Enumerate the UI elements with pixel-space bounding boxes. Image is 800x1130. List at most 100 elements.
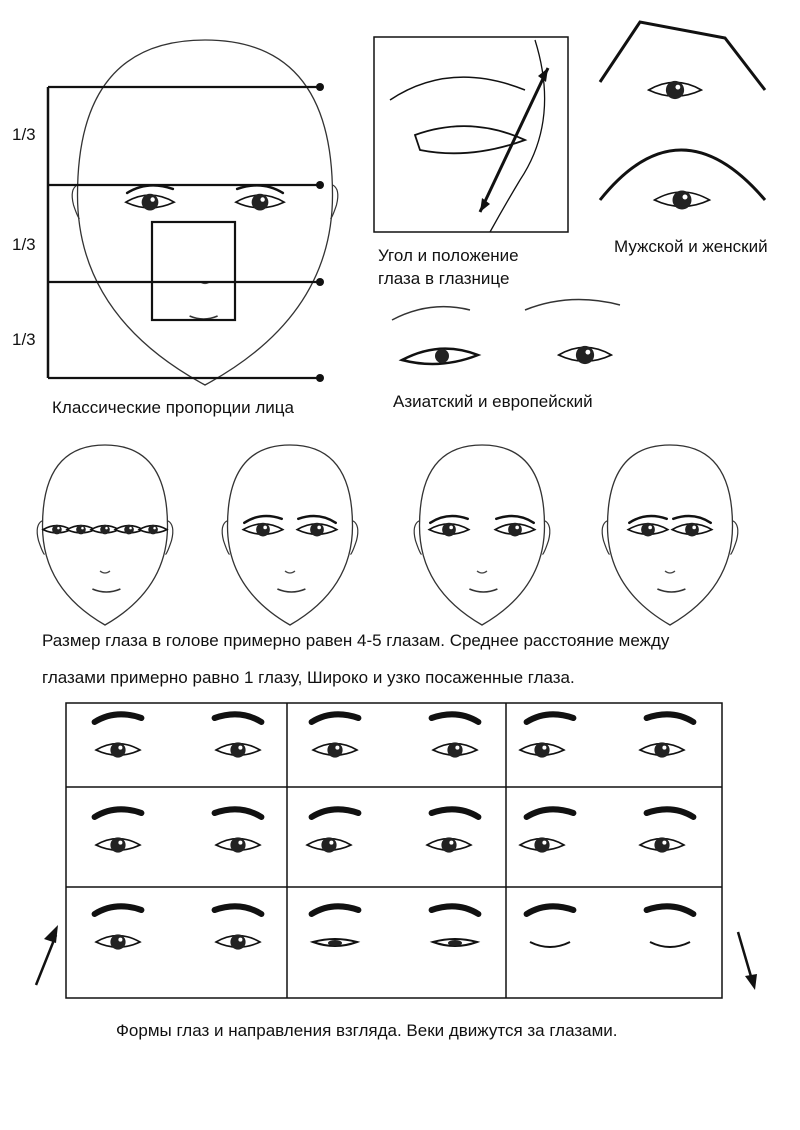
eyebrow — [297, 514, 337, 525]
mouth — [469, 588, 498, 593]
iris — [665, 80, 685, 100]
eyebrow — [523, 806, 577, 820]
iris — [534, 837, 550, 853]
eyebrow — [243, 514, 283, 525]
iris — [441, 837, 457, 853]
eye-highlight — [585, 349, 591, 355]
iris — [230, 837, 246, 853]
gaze-down-arrow — [736, 931, 754, 981]
side-eye — [413, 125, 528, 155]
iris — [641, 522, 655, 537]
iris — [654, 742, 670, 758]
spacing-caption-line1: Размер глаза в голове примерно равен 4-5… — [42, 631, 670, 650]
third-label-middle: 1/3 — [12, 235, 36, 254]
iris — [442, 522, 456, 537]
eye-highlight — [263, 525, 267, 530]
eyebrow — [523, 711, 577, 725]
eye-highlight — [238, 937, 243, 942]
ear-right — [330, 184, 339, 220]
eye-highlight — [455, 745, 460, 750]
arrow-up-icon — [44, 925, 58, 943]
eye-highlight — [449, 840, 454, 845]
ear-left — [221, 520, 230, 556]
eye-highlight — [542, 840, 547, 845]
head-outline — [41, 444, 169, 626]
head-outline — [76, 39, 334, 386]
brow-ridge — [389, 76, 526, 101]
eyebrow — [428, 806, 482, 820]
eye-highlight — [105, 526, 108, 530]
iris — [100, 524, 110, 535]
mouth — [657, 588, 686, 593]
eyebrow — [308, 806, 362, 820]
iris — [685, 522, 699, 537]
iris — [327, 742, 343, 758]
iris — [654, 837, 670, 853]
ear-left — [413, 520, 422, 556]
eye-shapes-grid — [65, 702, 723, 999]
eye-highlight — [329, 840, 334, 845]
nose — [99, 570, 111, 574]
head-outline — [606, 444, 734, 626]
iris — [672, 190, 692, 210]
iris — [448, 940, 462, 946]
iris — [110, 934, 126, 950]
ear-left — [601, 520, 610, 556]
ear-right — [730, 520, 739, 556]
iris — [435, 349, 449, 363]
iris — [230, 742, 246, 758]
eyebrow — [672, 514, 712, 525]
iris — [321, 837, 337, 853]
eyebrow — [523, 903, 577, 917]
eye-highlight — [335, 745, 340, 750]
eyebrow — [91, 806, 145, 820]
eyebrow — [428, 711, 482, 725]
ethnic-caption: Азиатский и европейский — [393, 392, 593, 411]
iris — [447, 742, 463, 758]
ear-right — [542, 520, 551, 556]
iris — [124, 524, 134, 535]
eye-highlight — [449, 525, 453, 530]
ear-right — [350, 520, 359, 556]
iris — [76, 524, 86, 535]
arrow-down-icon — [745, 974, 757, 990]
eye-highlight — [81, 526, 84, 530]
eye-highlight — [675, 84, 681, 90]
eyebrow — [211, 806, 265, 820]
eye-highlight — [153, 526, 156, 530]
eye-highlight — [118, 745, 123, 750]
third-label-top: 1/3 — [12, 125, 36, 144]
arrow-head-icon — [538, 68, 548, 82]
proportion-dot — [316, 83, 324, 91]
angle-caption-line1: Угол и положение — [378, 246, 519, 265]
iris — [230, 934, 246, 950]
eye-highlight — [648, 525, 652, 530]
spacing-caption-line2: глазами примерно равно 1 глазу, Широко и… — [42, 668, 575, 687]
eyebrow — [308, 711, 362, 725]
european-brow — [524, 298, 621, 311]
closed-eye — [649, 941, 691, 948]
iris — [256, 522, 270, 537]
iris — [251, 193, 269, 211]
asian-brow — [391, 305, 471, 321]
eye-highlight — [118, 937, 123, 942]
eyebrow — [91, 711, 145, 725]
eyebrow — [643, 903, 697, 917]
gaze-up-arrow — [34, 934, 58, 986]
eye-highlight — [118, 840, 123, 845]
eyebrow — [211, 903, 265, 917]
mouth — [92, 588, 121, 593]
proportion-dot — [316, 374, 324, 382]
eyebrow — [495, 514, 535, 525]
head-outline — [418, 444, 546, 626]
nose — [664, 570, 676, 574]
eye-highlight — [260, 197, 265, 202]
eye-highlight — [317, 525, 321, 530]
iris — [534, 742, 550, 758]
proportions-caption: Классические пропорции лица — [52, 398, 294, 417]
eyebrow — [628, 514, 668, 525]
eye-socket-box — [373, 36, 569, 233]
iris — [52, 524, 62, 535]
eyebrow — [643, 711, 697, 725]
nose-width-rect — [150, 220, 237, 322]
